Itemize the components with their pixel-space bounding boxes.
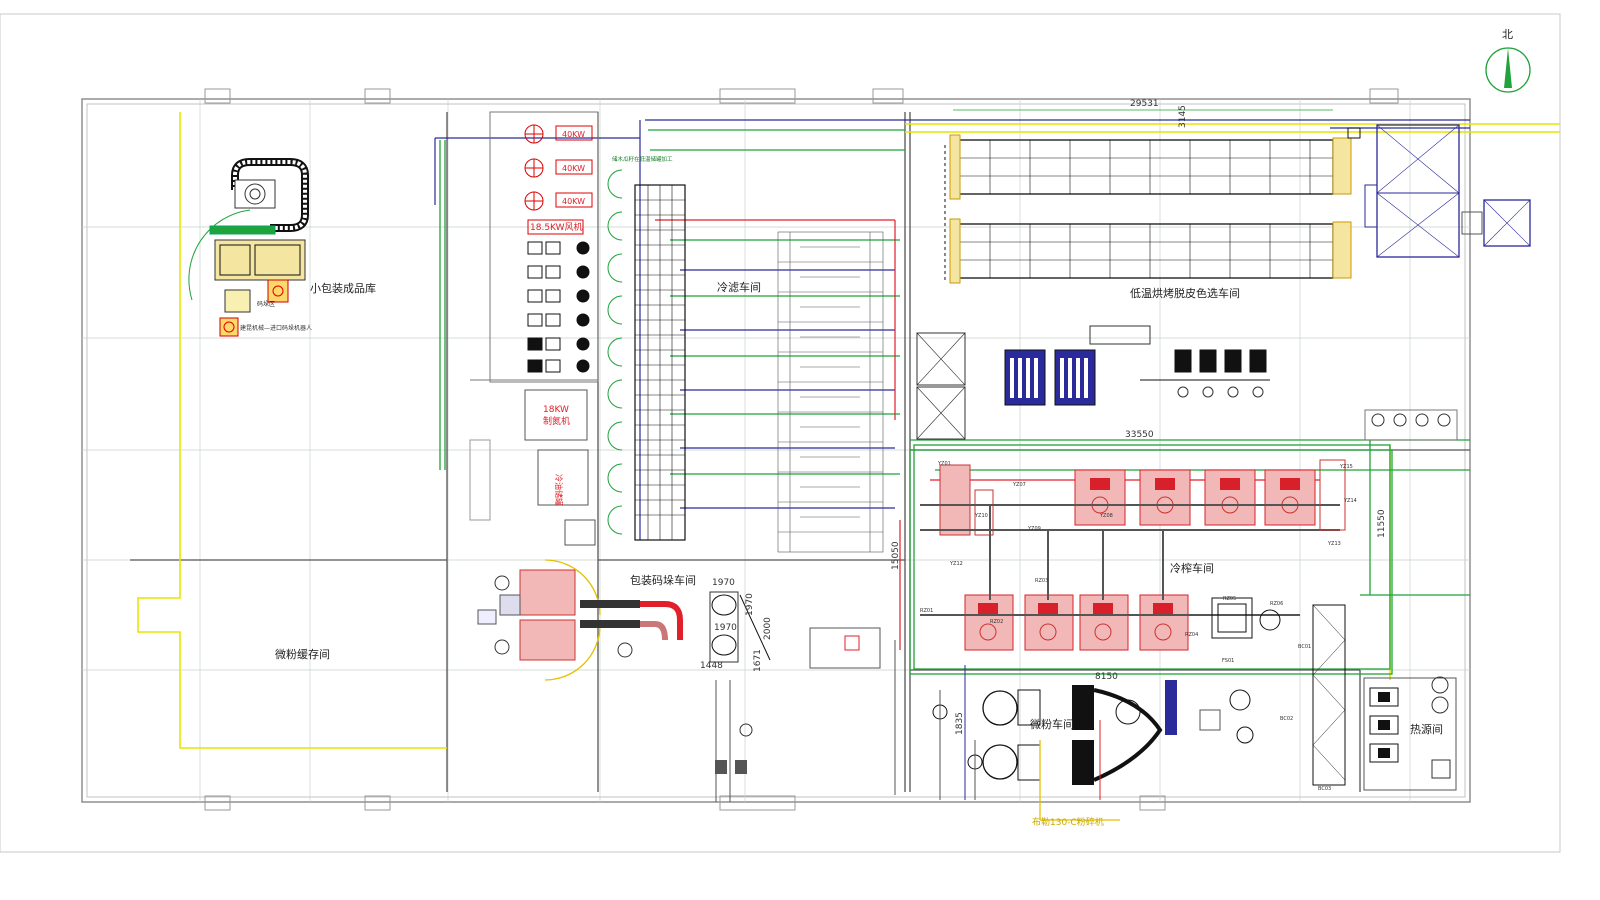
dim-1448: 1448: [700, 661, 723, 671]
room-cold-press: 冷榨车间: [1170, 561, 1214, 575]
drawing-frame: [0, 13, 1561, 853]
nitrogen-label-line1: 18KW: [543, 405, 569, 415]
dim-1671: 1671: [753, 649, 763, 672]
tag-bc03: BC03: [1318, 786, 1331, 792]
room-pack-stack: 包装码垛车间: [630, 573, 696, 587]
room-powder-workshop: 微粉车间: [1030, 717, 1074, 731]
grinder-label: 布勒130-C粉碎机: [1032, 816, 1104, 828]
tag-yz01: YZ01: [937, 461, 951, 467]
packaging-line: [477, 559, 896, 802]
tag-rz03: RZ03: [1035, 578, 1048, 584]
interior-walls: [130, 112, 1470, 792]
room-cold-filter: 冷滤车间: [717, 280, 761, 294]
dim-15050: 15050: [891, 541, 901, 570]
tag-yz12: YZ12: [949, 561, 963, 567]
nitrogen-label-line2: 制氮机: [543, 415, 570, 427]
fan-rating-label: 18.5KW风机: [530, 221, 583, 233]
tag-yz13: YZ13: [1327, 541, 1341, 547]
north-arrow: 北: [1485, 28, 1531, 93]
room-heat-source: 热源间: [1410, 722, 1443, 736]
tag-bc02: BC02: [1280, 716, 1293, 722]
tag-yz08: YZ08: [1099, 513, 1113, 519]
cold-filter-equipment: 储木瓜籽在低温储罐加工: [607, 155, 884, 553]
stack-zone-label: 码垛区: [257, 300, 275, 308]
yellow-walkway: [137, 112, 1560, 749]
tag-rz04: RZ04: [1185, 632, 1198, 638]
svg-text:建昆机械—进口码垛机器人: 建昆机械—进口码垛机器人: [240, 324, 312, 332]
fan-tag-2: 40KW: [562, 164, 585, 173]
dim-1970-c: 1970: [745, 593, 755, 616]
dim-2000: 2000: [763, 617, 773, 640]
tag-rz05: RZ05: [1223, 596, 1236, 602]
dehulling-equipment: [916, 325, 1458, 441]
room-small-pack-store: 小包装成品库: [310, 282, 376, 295]
heat-source-equipment: [1363, 676, 1457, 791]
tag-bc01: BC01: [1298, 644, 1311, 650]
storage-note: 储木瓜籽在低温储罐加工: [612, 155, 673, 163]
tag-yz15: YZ15: [1339, 464, 1353, 470]
roasting-lines: [944, 124, 1531, 284]
cold-store-label: 冷油储罐: [554, 474, 564, 506]
dim-33550: 33550: [1125, 430, 1154, 440]
tag-yz07: YZ07: [1012, 482, 1026, 488]
green-pipes: [439, 129, 1470, 675]
dim-3145: 3145: [1178, 105, 1188, 128]
tag-rz06: RZ06: [1270, 601, 1283, 607]
dim-1835: 1835: [955, 712, 965, 735]
equipment-tags: YZ01 YZ07 YZ08 YZ09 YZ10 YZ12 YZ13 YZ14 …: [920, 461, 1357, 792]
fan-tag-3: 40KW: [562, 197, 585, 206]
tag-yz10: YZ10: [974, 513, 988, 519]
room-powder-buffer: 微粉缓存间: [275, 647, 330, 661]
building-outline: [81, 88, 1471, 811]
utility-room: 40KW 40KW 40KW 18.5KW风机 18KW 制氮机 冷油储罐: [469, 111, 599, 546]
tag-rz01: RZ01: [920, 608, 933, 614]
room-low-temp-roast: 低温烘烤脱皮色选车间: [1130, 286, 1240, 300]
tag-yz14: YZ14: [1343, 498, 1357, 504]
north-label: 北: [1502, 28, 1513, 41]
dim-29531: 29531: [1130, 99, 1159, 109]
powder-mills: [932, 665, 1254, 821]
cold-press-machines: [920, 459, 1346, 786]
tag-fs01: FS01: [1222, 658, 1234, 664]
palletizing-robot-area: 码垛区 建昆机械—进口码垛机器人: [188, 158, 312, 337]
tag-yz09: YZ09: [1027, 526, 1041, 532]
robot-label: 进口码垛机器人: [270, 324, 312, 332]
compressor-units: [527, 241, 590, 373]
dim-8150: 8150: [1095, 672, 1118, 682]
tag-rz02: RZ02: [990, 619, 1003, 625]
dim-11550: 11550: [1377, 509, 1387, 538]
fan-tag-1: 40KW: [562, 130, 585, 139]
dim-1970-a: 1970: [712, 578, 735, 588]
dim-1970-b: 1970: [714, 623, 737, 633]
robot-brand: 建昆机械: [240, 324, 264, 332]
